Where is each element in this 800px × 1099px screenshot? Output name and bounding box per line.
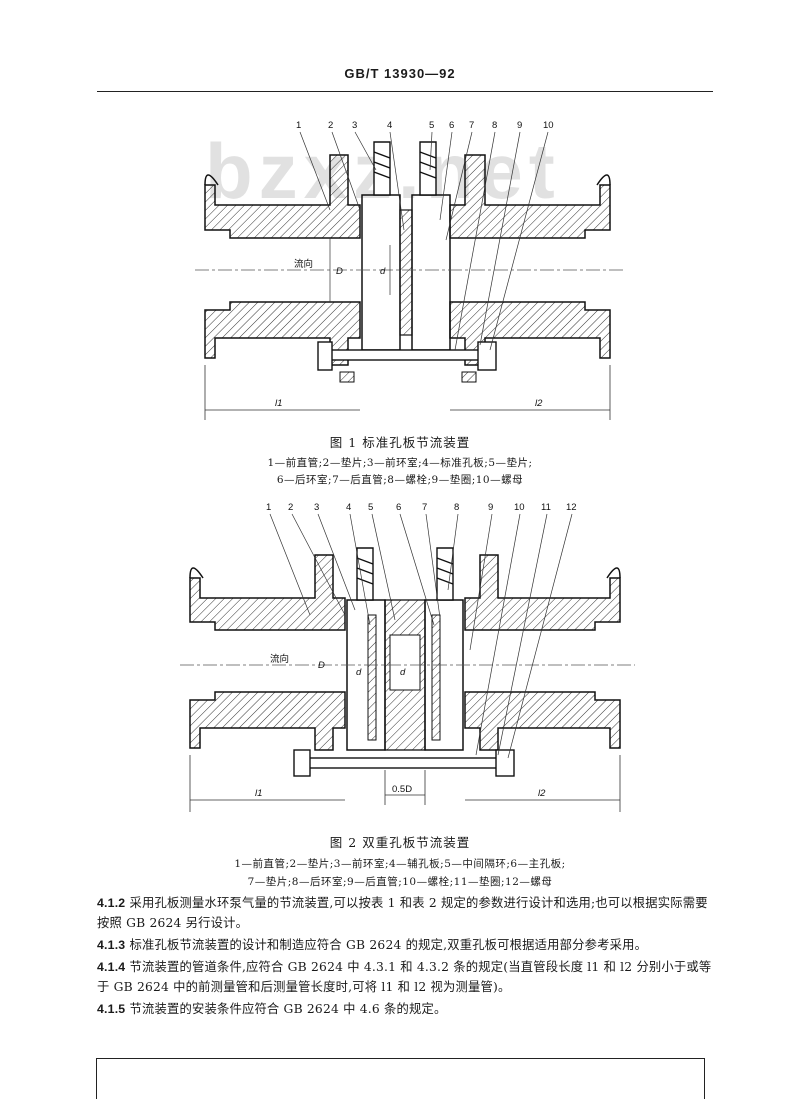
fig2-right-pipe-bottom bbox=[464, 691, 621, 751]
paragraph-4-1-5: 4.1.5 节流装置的安装条件应符合 GB 2624 中 4.6 条的规定。 bbox=[97, 999, 717, 1019]
fig1-l2-label: l2 bbox=[535, 398, 543, 409]
fig2-callout-8: 8 bbox=[454, 502, 459, 513]
figure-1-legend-line-2: 6—后环室;7—后直管;8—螺栓;9—垫圈;10—螺母 bbox=[276, 474, 524, 486]
fig1-tap-right bbox=[419, 141, 437, 196]
fig1-callout-3: 3 bbox=[352, 120, 357, 131]
figure-2-drawing: 1 2 3 4 5 6 7 8 9 10 11 12 流向 D d d 0.5D… bbox=[0, 500, 800, 825]
figure-2-legend-line-1: 1—前直管;2—垫片;3—前环室;4—辅孔板;5—中间隔环;6—主孔板; bbox=[234, 858, 566, 870]
fig1-left-pipe-bottom bbox=[204, 301, 361, 366]
fig2-rear-ring-chamber bbox=[424, 599, 464, 751]
fig2-d-label-left: d bbox=[356, 667, 362, 678]
fig1-right-pipe-top bbox=[449, 154, 611, 239]
fig2-callout-1: 1 bbox=[266, 502, 271, 513]
fig2-d-label-right: d bbox=[400, 667, 406, 678]
standard-code-header: GB/T 13930—92 bbox=[344, 66, 456, 81]
fig2-callout-9: 9 bbox=[488, 502, 493, 513]
fig1-bolt bbox=[321, 349, 493, 361]
paragraph-4-1-2: 4.1.2 采用孔板测量水环泵气量的节流装置,可以按表 1 和表 2 规定的参数… bbox=[97, 893, 717, 933]
fig2-callout-12: 12 bbox=[566, 502, 577, 513]
fig2-tap-left bbox=[356, 547, 374, 601]
fig2-bolt bbox=[299, 757, 511, 769]
fig1-nut bbox=[477, 341, 497, 371]
fig2-flow-label: 流向 bbox=[270, 653, 289, 665]
fig2-left-pipe-bottom bbox=[189, 691, 346, 751]
paragraph-text: 标准孔板节流装置的设计和制造应符合 GB 2624 的规定,双重孔板可根据适用部… bbox=[129, 938, 648, 952]
fig1-callout-4: 4 bbox=[387, 120, 392, 131]
fig1-callout-9: 9 bbox=[517, 120, 522, 131]
fig2-aux-orifice-plate bbox=[367, 614, 377, 741]
fig1-callout-1: 1 bbox=[296, 120, 301, 131]
paragraph-number: 4.1.4 bbox=[97, 960, 126, 974]
paragraph-text: 节流装置的管道条件,应符合 GB 2624 中 4.3.1 和 4.3.2 条的… bbox=[97, 960, 712, 994]
fig2-callout-5: 5 bbox=[368, 502, 373, 513]
fig2-nut bbox=[495, 749, 515, 777]
fig2-callout-10: 10 bbox=[514, 502, 525, 513]
fig1-right-pipe-bottom bbox=[449, 301, 611, 366]
fig2-callout-3: 3 bbox=[314, 502, 319, 513]
fig1-D-label: D bbox=[336, 266, 343, 277]
paragraph-number: 4.1.2 bbox=[97, 896, 126, 910]
figure-1-caption: 图 1 标准孔板节流装置 bbox=[329, 435, 471, 450]
fig1-callout-10: 10 bbox=[543, 120, 554, 131]
figure-1-legend-line-1: 1—前直管;2—垫片;3—前环室;4—标准孔板;5—垫片; bbox=[267, 457, 533, 469]
fig1-l1-label: l1 bbox=[275, 398, 282, 409]
fig1-callout-6: 6 bbox=[449, 120, 454, 131]
fig1-rear-ring-chamber bbox=[411, 194, 451, 351]
fig1-callout-2: 2 bbox=[328, 120, 333, 131]
fig1-flow-label: 流向 bbox=[294, 258, 313, 270]
fig2-callout-6: 6 bbox=[396, 502, 401, 513]
figure-2-legend-line-2: 7—垫片;8—后环室;9—后直管;10—螺栓;11—垫圈;12—螺母 bbox=[247, 876, 553, 888]
fig1-tap-left bbox=[373, 141, 391, 196]
fig2-D-label: D bbox=[318, 660, 325, 671]
fig2-l2-label: l2 bbox=[538, 788, 546, 799]
paragraph-4-1-3: 4.1.3 标准孔板节流装置的设计和制造应符合 GB 2624 的规定,双重孔板… bbox=[97, 935, 717, 955]
footer-table-frame bbox=[96, 1058, 705, 1099]
fig1-callout-8: 8 bbox=[492, 120, 497, 131]
fig2-bolt-head bbox=[293, 749, 311, 777]
fig2-left-pipe-top bbox=[189, 554, 346, 631]
header-rule bbox=[97, 91, 713, 92]
fig2-right-pipe-top bbox=[464, 554, 621, 631]
fig1-callout-7: 7 bbox=[469, 120, 474, 131]
fig2-callout-4: 4 bbox=[346, 502, 351, 513]
fig2-callout-11: 11 bbox=[541, 502, 551, 513]
fig2-callout-7: 7 bbox=[422, 502, 427, 513]
fig2-main-orifice-plate bbox=[431, 614, 441, 741]
paragraph-text: 采用孔板测量水环泵气量的节流装置,可以按表 1 和表 2 规定的参数进行设计和选… bbox=[97, 896, 708, 930]
fig1-bolt-head bbox=[317, 341, 333, 371]
fig2-l1-label: l1 bbox=[255, 788, 262, 799]
paragraph-number: 4.1.5 bbox=[97, 1002, 126, 1016]
figure-2-caption: 图 2 双重孔板节流装置 bbox=[329, 835, 471, 850]
fig1-orifice-plate bbox=[399, 209, 413, 336]
fig1-d-label: d bbox=[380, 266, 386, 277]
paragraph-4-1-4: 4.1.4 节流装置的管道条件,应符合 GB 2624 中 4.3.1 和 4.… bbox=[97, 957, 717, 997]
fig1-left-pipe-top bbox=[204, 154, 361, 239]
fig1-callout-5: 5 bbox=[429, 120, 434, 131]
paragraph-number: 4.1.3 bbox=[97, 938, 126, 952]
fig2-tap-right bbox=[436, 547, 454, 601]
figure-1-drawing: 1 2 3 4 5 6 7 8 9 10 流向 D d l1 l2 bbox=[0, 110, 800, 435]
fig2-half-D-label: 0.5D bbox=[392, 784, 412, 795]
fig2-front-ring-chamber bbox=[346, 599, 386, 751]
paragraph-text: 节流装置的安装条件应符合 GB 2624 中 4.6 条的规定。 bbox=[129, 1002, 447, 1016]
fig2-callout-2: 2 bbox=[288, 502, 293, 513]
